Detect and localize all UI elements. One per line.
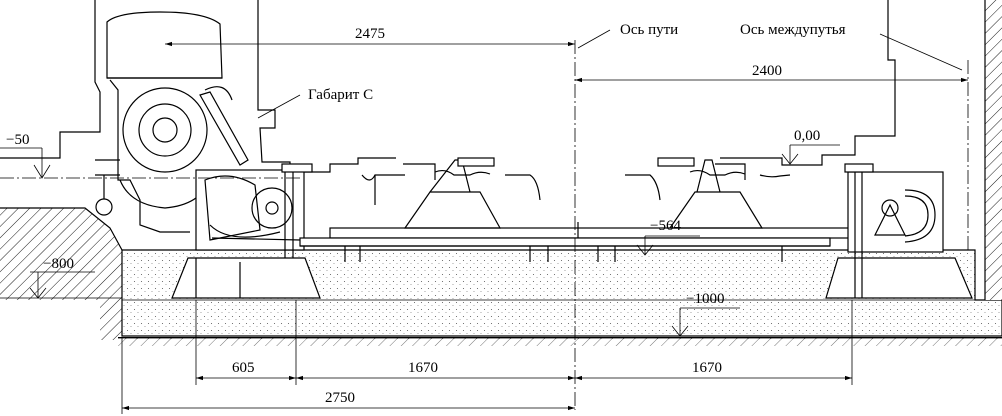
label-interspace-axis: Ось междупутья xyxy=(740,22,963,71)
foundation-slab xyxy=(121,249,1002,337)
level-minus50-label: −50 xyxy=(6,132,29,148)
dimension-2750-label: 2750 xyxy=(325,390,355,406)
track-axis-label: Ось пути xyxy=(620,22,678,38)
drive-motor-unit xyxy=(95,11,249,233)
level-mark-minus800: −800 xyxy=(0,256,122,299)
dimension-1670-left: 1670 xyxy=(296,360,575,381)
level-mark-zero: 0,00 xyxy=(781,128,840,165)
dimension-2475-label: 2475 xyxy=(355,26,385,42)
dimension-605: 605 xyxy=(196,360,296,381)
ground-right xyxy=(984,0,1002,300)
dimension-1670-right-label: 1670 xyxy=(692,360,722,376)
label-clearance: Габарит С xyxy=(257,87,373,119)
dimension-2400: 2400 xyxy=(575,63,968,83)
left-pedestal xyxy=(171,257,321,299)
level-minus1000-label: −1000 xyxy=(686,291,724,307)
dimension-2750: 2750 xyxy=(121,390,575,411)
dimension-1670-left-label: 1670 xyxy=(408,360,438,376)
label-track-axis: Ось пути xyxy=(577,22,678,49)
dimension-extension-lines xyxy=(121,300,853,414)
clearance-label: Габарит С xyxy=(308,87,373,103)
dimension-2475: 2475 xyxy=(165,26,575,47)
level-zero-label: 0,00 xyxy=(794,128,820,144)
dimension-1670-right: 1670 xyxy=(575,360,852,381)
clearance-contour-left xyxy=(0,0,396,173)
level-mark-minus50: −50 xyxy=(0,132,51,179)
level-minus564-label: −564 xyxy=(650,218,681,234)
level-minus800-label: −800 xyxy=(43,256,74,272)
clearance-contour-right xyxy=(720,0,896,166)
right-pedestal xyxy=(825,163,973,299)
foundation-bottom xyxy=(118,337,1002,346)
level-mark-minus564: −564 xyxy=(636,218,700,256)
rail-assembly-right xyxy=(625,157,791,229)
level-mark-minus1000: −1000 xyxy=(671,291,740,337)
turntable-deck xyxy=(299,222,856,262)
dimension-2400-label: 2400 xyxy=(752,63,782,79)
interspace-axis-label: Ось междупутья xyxy=(740,22,846,38)
ground-left xyxy=(0,207,123,340)
dimension-605-label: 605 xyxy=(232,360,255,376)
rail-assembly-left xyxy=(361,157,541,229)
